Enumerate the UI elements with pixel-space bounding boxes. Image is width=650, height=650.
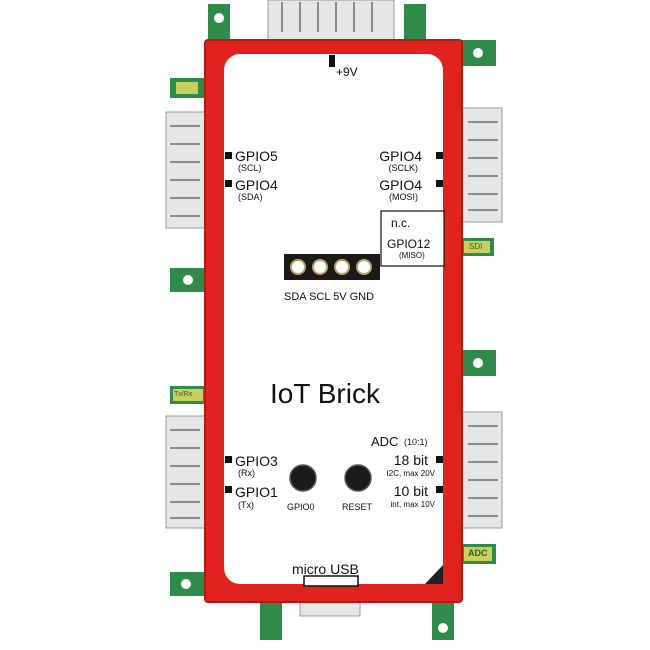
left-pin-3-sub: (Rx) xyxy=(238,468,255,478)
miso-box-nc: n.c. xyxy=(391,216,411,230)
mount-tab-left-bottom xyxy=(170,572,206,596)
adc-row1-sub: I2C, max 20V xyxy=(386,469,435,478)
power-label: +9V xyxy=(336,65,358,79)
adc-title: ADC xyxy=(371,434,399,449)
adc-row2-main: 10 bit xyxy=(393,483,428,499)
right-pin-1-name: GPIO4 xyxy=(379,148,422,164)
mount-tab-bottom-left xyxy=(260,600,282,640)
mount-tab-bottom-right xyxy=(432,600,454,640)
left-pin-4-name: GPIO1 xyxy=(235,484,278,500)
header-label: SDA SCL 5V GND xyxy=(284,291,375,303)
pin-marker-right-2 xyxy=(436,180,443,187)
mount-tab-right-top xyxy=(460,40,496,66)
pin-marker-right-1 xyxy=(436,152,443,159)
left-pin-1-name: GPIO5 xyxy=(235,148,278,164)
miso-box-name: GPIO12 xyxy=(387,237,431,251)
connector-right-top xyxy=(455,107,503,223)
reset-button xyxy=(344,464,372,492)
mount-tab-right-mid xyxy=(460,350,496,376)
reset-label: RESET xyxy=(342,502,373,512)
connector-left-bottom xyxy=(165,415,211,529)
mount-tab-right-upper xyxy=(460,238,494,256)
connector-top xyxy=(267,0,395,41)
gpio0-label: GPIO0 xyxy=(287,502,315,512)
mount-tab-left-mid xyxy=(170,268,206,292)
pin-marker-left-4 xyxy=(225,486,232,493)
pin-marker-left-1 xyxy=(225,152,232,159)
mount-tab-left-lower xyxy=(170,386,206,404)
left-pin-2-sub: (SDA) xyxy=(238,192,263,202)
pin-marker-right-4 xyxy=(436,486,443,493)
connector-right-bottom xyxy=(455,411,503,529)
mount-tab-top-left xyxy=(208,4,230,42)
left-pin-4-sub: (Tx) xyxy=(238,500,254,510)
miso-box-sub: (MISO) xyxy=(399,251,425,260)
pin-header xyxy=(284,254,380,280)
adc-ratio: (10:1) xyxy=(404,437,428,447)
left-pin-3-name: GPIO3 xyxy=(235,453,278,469)
adc-row1-main: 18 bit xyxy=(393,452,428,468)
left-pin-2-name: GPIO4 xyxy=(235,177,278,193)
usb-label: micro USB xyxy=(292,561,359,577)
mount-tab-left-top xyxy=(170,78,206,98)
left-pin-1-sub: (SCL) xyxy=(238,163,262,173)
board-face xyxy=(224,54,443,584)
miso-box xyxy=(380,210,445,267)
usb-port-outline xyxy=(303,575,359,587)
tab-label-adc: ADC xyxy=(468,548,488,558)
pin-marker-left-3 xyxy=(225,456,232,463)
mount-tab-top-right xyxy=(404,4,426,42)
right-pin-2-sub: (MOSI) xyxy=(389,192,418,202)
pin-marker-left-2 xyxy=(225,180,232,187)
gpio0-button xyxy=(289,464,317,492)
adc-row2-sub: int, max 10V xyxy=(390,500,435,509)
tab-label-sdi: SDI xyxy=(469,242,483,251)
connector-left-top xyxy=(165,111,211,229)
right-pin-1-sub: (SCLK) xyxy=(388,163,418,173)
power-pin xyxy=(329,55,335,67)
mount-tab-right-lower xyxy=(460,544,496,564)
pin-marker-right-3 xyxy=(436,456,443,463)
right-pin-2-name: GPIO4 xyxy=(379,177,422,193)
tab-label-txrx: Tx/Rx xyxy=(174,391,193,398)
board-title: IoT Brick xyxy=(270,378,380,409)
